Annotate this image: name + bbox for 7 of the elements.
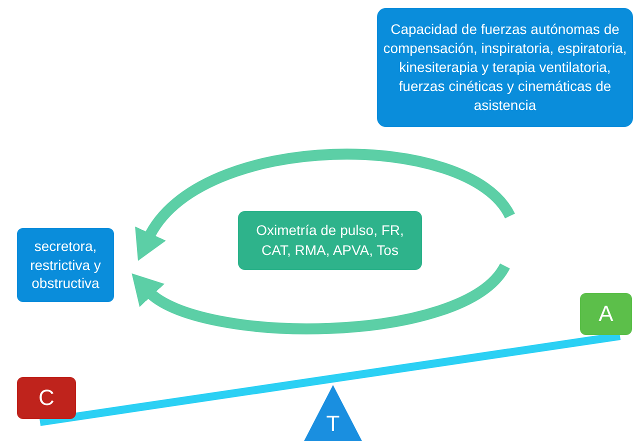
curved-arrow bbox=[134, 148, 514, 259]
label-box: A bbox=[580, 293, 632, 335]
text-box: secretora, restrictiva y obstructiva bbox=[17, 228, 114, 302]
label-box: C bbox=[17, 377, 76, 419]
text-box: Oximetría de pulso, FR, CAT, RMA, APVA, Tos bbox=[238, 211, 422, 270]
fulcrum-label: T bbox=[326, 411, 340, 437]
text-box: Capacidad de fuerzas autónomas de compensación, inspiratoria, espiratoria, kinesiterapia y terapia ventilatoria, fuerzas cinéticas y cinemáticas de asistencia bbox=[377, 8, 633, 127]
